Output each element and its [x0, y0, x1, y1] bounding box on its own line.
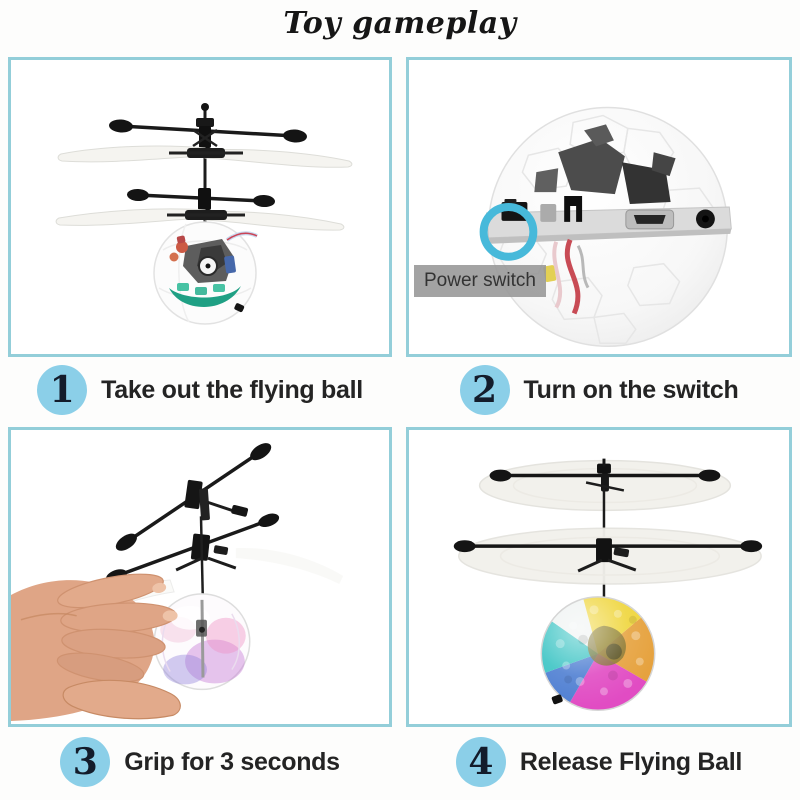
panel-step4-release [406, 427, 792, 727]
power-switch-highlight-ring [479, 203, 538, 261]
step2-label: Turn on the switch [523, 375, 739, 404]
panel-step3-grip [8, 427, 392, 727]
page-title: Toy gameplay [283, 6, 517, 41]
step1-number-badge: 1 [37, 365, 88, 415]
step3-caption: 3 Grip for 3 seconds [8, 734, 392, 790]
disco-ball [540, 596, 656, 712]
step1-caption: 1 Take out the flying ball [8, 362, 392, 418]
crystal-ball-closeup-illustration [479, 106, 732, 348]
step3-number: 3 [72, 741, 98, 783]
step1-label: Take out the flying ball [101, 375, 363, 404]
hand-illustration [11, 573, 181, 721]
step4-number: 4 [468, 741, 494, 783]
panel-step1-take-out [8, 57, 392, 357]
step2-number-badge: 2 [459, 365, 510, 415]
step4-label: Release Flying Ball [519, 747, 743, 776]
step4-caption: 4 Release Flying Ball [406, 734, 792, 790]
flying-ball-toy-illustration [55, 103, 353, 325]
step4-number-badge: 4 [455, 737, 506, 787]
step3-label: Grip for 3 seconds [124, 747, 340, 776]
hovering-ball-illustration [453, 458, 763, 712]
power-switch-label: Power switch [414, 265, 546, 297]
step3-number-badge: 3 [60, 737, 111, 787]
panel-step2-switch: Power switch [406, 57, 792, 357]
step2-caption: 2 Turn on the switch [406, 362, 792, 418]
step1-number: 1 [49, 369, 75, 411]
step2-number: 2 [471, 369, 498, 411]
hand-gripping-ball-illustration [11, 443, 344, 721]
